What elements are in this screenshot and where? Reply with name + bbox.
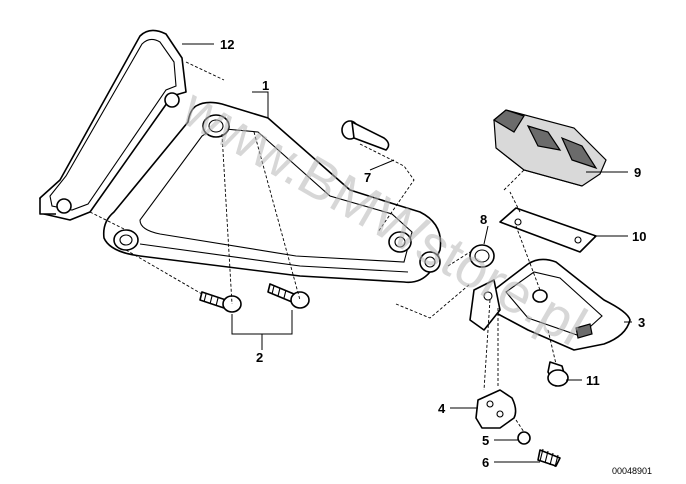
callout-1: 1 (262, 78, 269, 93)
drawing-reference-number: 00048901 (612, 466, 652, 476)
callout-3: 3 (638, 315, 645, 330)
callout-11: 11 (586, 373, 600, 388)
part-8-ring (469, 244, 495, 268)
callout-4: 4 (438, 401, 446, 416)
callout-5: 5 (482, 433, 489, 448)
part-5-ball (517, 431, 531, 445)
part-7-pin (341, 120, 390, 151)
callout-8: 8 (480, 212, 487, 227)
leader-lines (182, 43, 632, 463)
callout-7: 7 (364, 170, 371, 185)
part-6-spring (537, 448, 561, 468)
part-12-plate (39, 29, 187, 221)
part-9-rubber-pad (492, 109, 607, 187)
part-2-bolt-right (267, 283, 310, 309)
part-11-screw (547, 361, 569, 387)
callout-9: 9 (634, 165, 641, 180)
assembly-lines (89, 61, 557, 433)
callout-10: 10 (632, 229, 646, 244)
part-3-footpeg (469, 258, 631, 351)
part-10-plate (499, 207, 597, 253)
callout-12: 12 (220, 37, 234, 52)
callout-6: 6 (482, 455, 489, 470)
part-4-detent-plate (475, 389, 517, 429)
callout-2: 2 (256, 350, 263, 365)
part-2-bolt-left (199, 291, 242, 313)
